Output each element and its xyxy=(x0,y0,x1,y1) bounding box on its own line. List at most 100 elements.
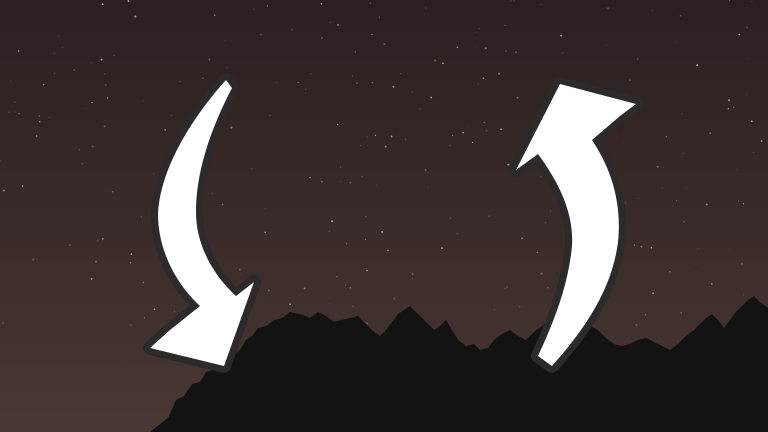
star xyxy=(48,116,50,118)
star xyxy=(507,163,510,166)
star xyxy=(344,284,347,286)
star xyxy=(354,51,357,53)
star xyxy=(14,111,16,113)
star xyxy=(86,107,87,109)
star xyxy=(456,46,459,49)
star xyxy=(650,247,653,249)
star xyxy=(142,99,144,101)
star xyxy=(2,189,5,192)
star xyxy=(309,176,311,179)
star xyxy=(62,47,64,48)
star xyxy=(174,311,176,313)
star xyxy=(369,2,371,4)
star xyxy=(91,145,94,148)
star xyxy=(224,40,226,42)
star xyxy=(260,33,262,36)
star xyxy=(635,323,638,326)
star xyxy=(440,247,444,250)
star xyxy=(425,7,427,9)
star xyxy=(102,238,104,240)
star xyxy=(400,73,401,75)
star xyxy=(104,84,107,87)
star xyxy=(2,322,4,324)
star xyxy=(303,287,306,290)
star xyxy=(519,306,521,308)
star xyxy=(53,52,55,54)
star xyxy=(452,135,454,137)
star xyxy=(426,186,428,188)
star xyxy=(336,123,339,126)
star xyxy=(478,27,480,30)
star xyxy=(560,34,563,37)
star xyxy=(111,191,114,193)
star xyxy=(710,283,713,285)
star xyxy=(393,297,396,300)
star xyxy=(652,292,655,295)
star xyxy=(384,145,387,148)
star xyxy=(329,303,331,305)
star xyxy=(743,294,744,296)
star xyxy=(516,96,519,99)
star xyxy=(291,29,293,31)
star xyxy=(405,138,406,140)
star xyxy=(130,324,132,326)
star xyxy=(331,220,334,223)
curved-arrow-up-icon xyxy=(509,77,643,373)
star xyxy=(269,115,271,116)
star xyxy=(652,9,653,11)
star xyxy=(9,80,11,82)
star xyxy=(686,187,688,188)
star xyxy=(42,84,45,86)
star xyxy=(468,126,469,128)
star xyxy=(140,216,142,218)
star xyxy=(748,58,749,59)
star xyxy=(637,197,639,199)
star xyxy=(54,72,56,74)
star xyxy=(118,197,120,198)
star xyxy=(96,239,99,242)
star xyxy=(264,207,266,209)
star xyxy=(346,243,348,245)
star xyxy=(153,308,156,311)
star xyxy=(239,268,241,271)
star xyxy=(504,287,506,289)
star xyxy=(676,200,677,201)
star xyxy=(129,11,130,13)
star xyxy=(709,132,712,135)
star xyxy=(392,85,395,88)
star xyxy=(485,129,488,132)
star xyxy=(371,33,373,36)
curved-arrow-down-icon xyxy=(143,73,261,373)
star xyxy=(179,80,181,82)
star xyxy=(32,258,35,261)
star xyxy=(695,263,697,265)
star xyxy=(746,93,748,95)
star xyxy=(352,75,353,77)
star xyxy=(100,58,103,61)
star xyxy=(536,251,538,254)
star xyxy=(740,262,743,265)
star xyxy=(547,287,549,289)
star xyxy=(656,165,659,168)
star xyxy=(101,3,104,6)
star xyxy=(550,210,552,212)
star xyxy=(471,141,474,144)
star xyxy=(374,134,377,136)
star xyxy=(349,287,352,289)
star xyxy=(493,309,495,311)
star xyxy=(633,244,636,246)
star xyxy=(352,305,354,308)
star xyxy=(506,286,508,288)
star xyxy=(321,37,323,39)
star xyxy=(562,52,564,54)
star xyxy=(510,0,512,2)
star xyxy=(310,73,312,75)
star xyxy=(661,187,663,189)
star xyxy=(106,97,109,99)
star xyxy=(411,277,413,279)
star xyxy=(738,200,740,202)
star xyxy=(211,192,213,194)
star xyxy=(644,314,647,316)
star xyxy=(383,43,386,46)
